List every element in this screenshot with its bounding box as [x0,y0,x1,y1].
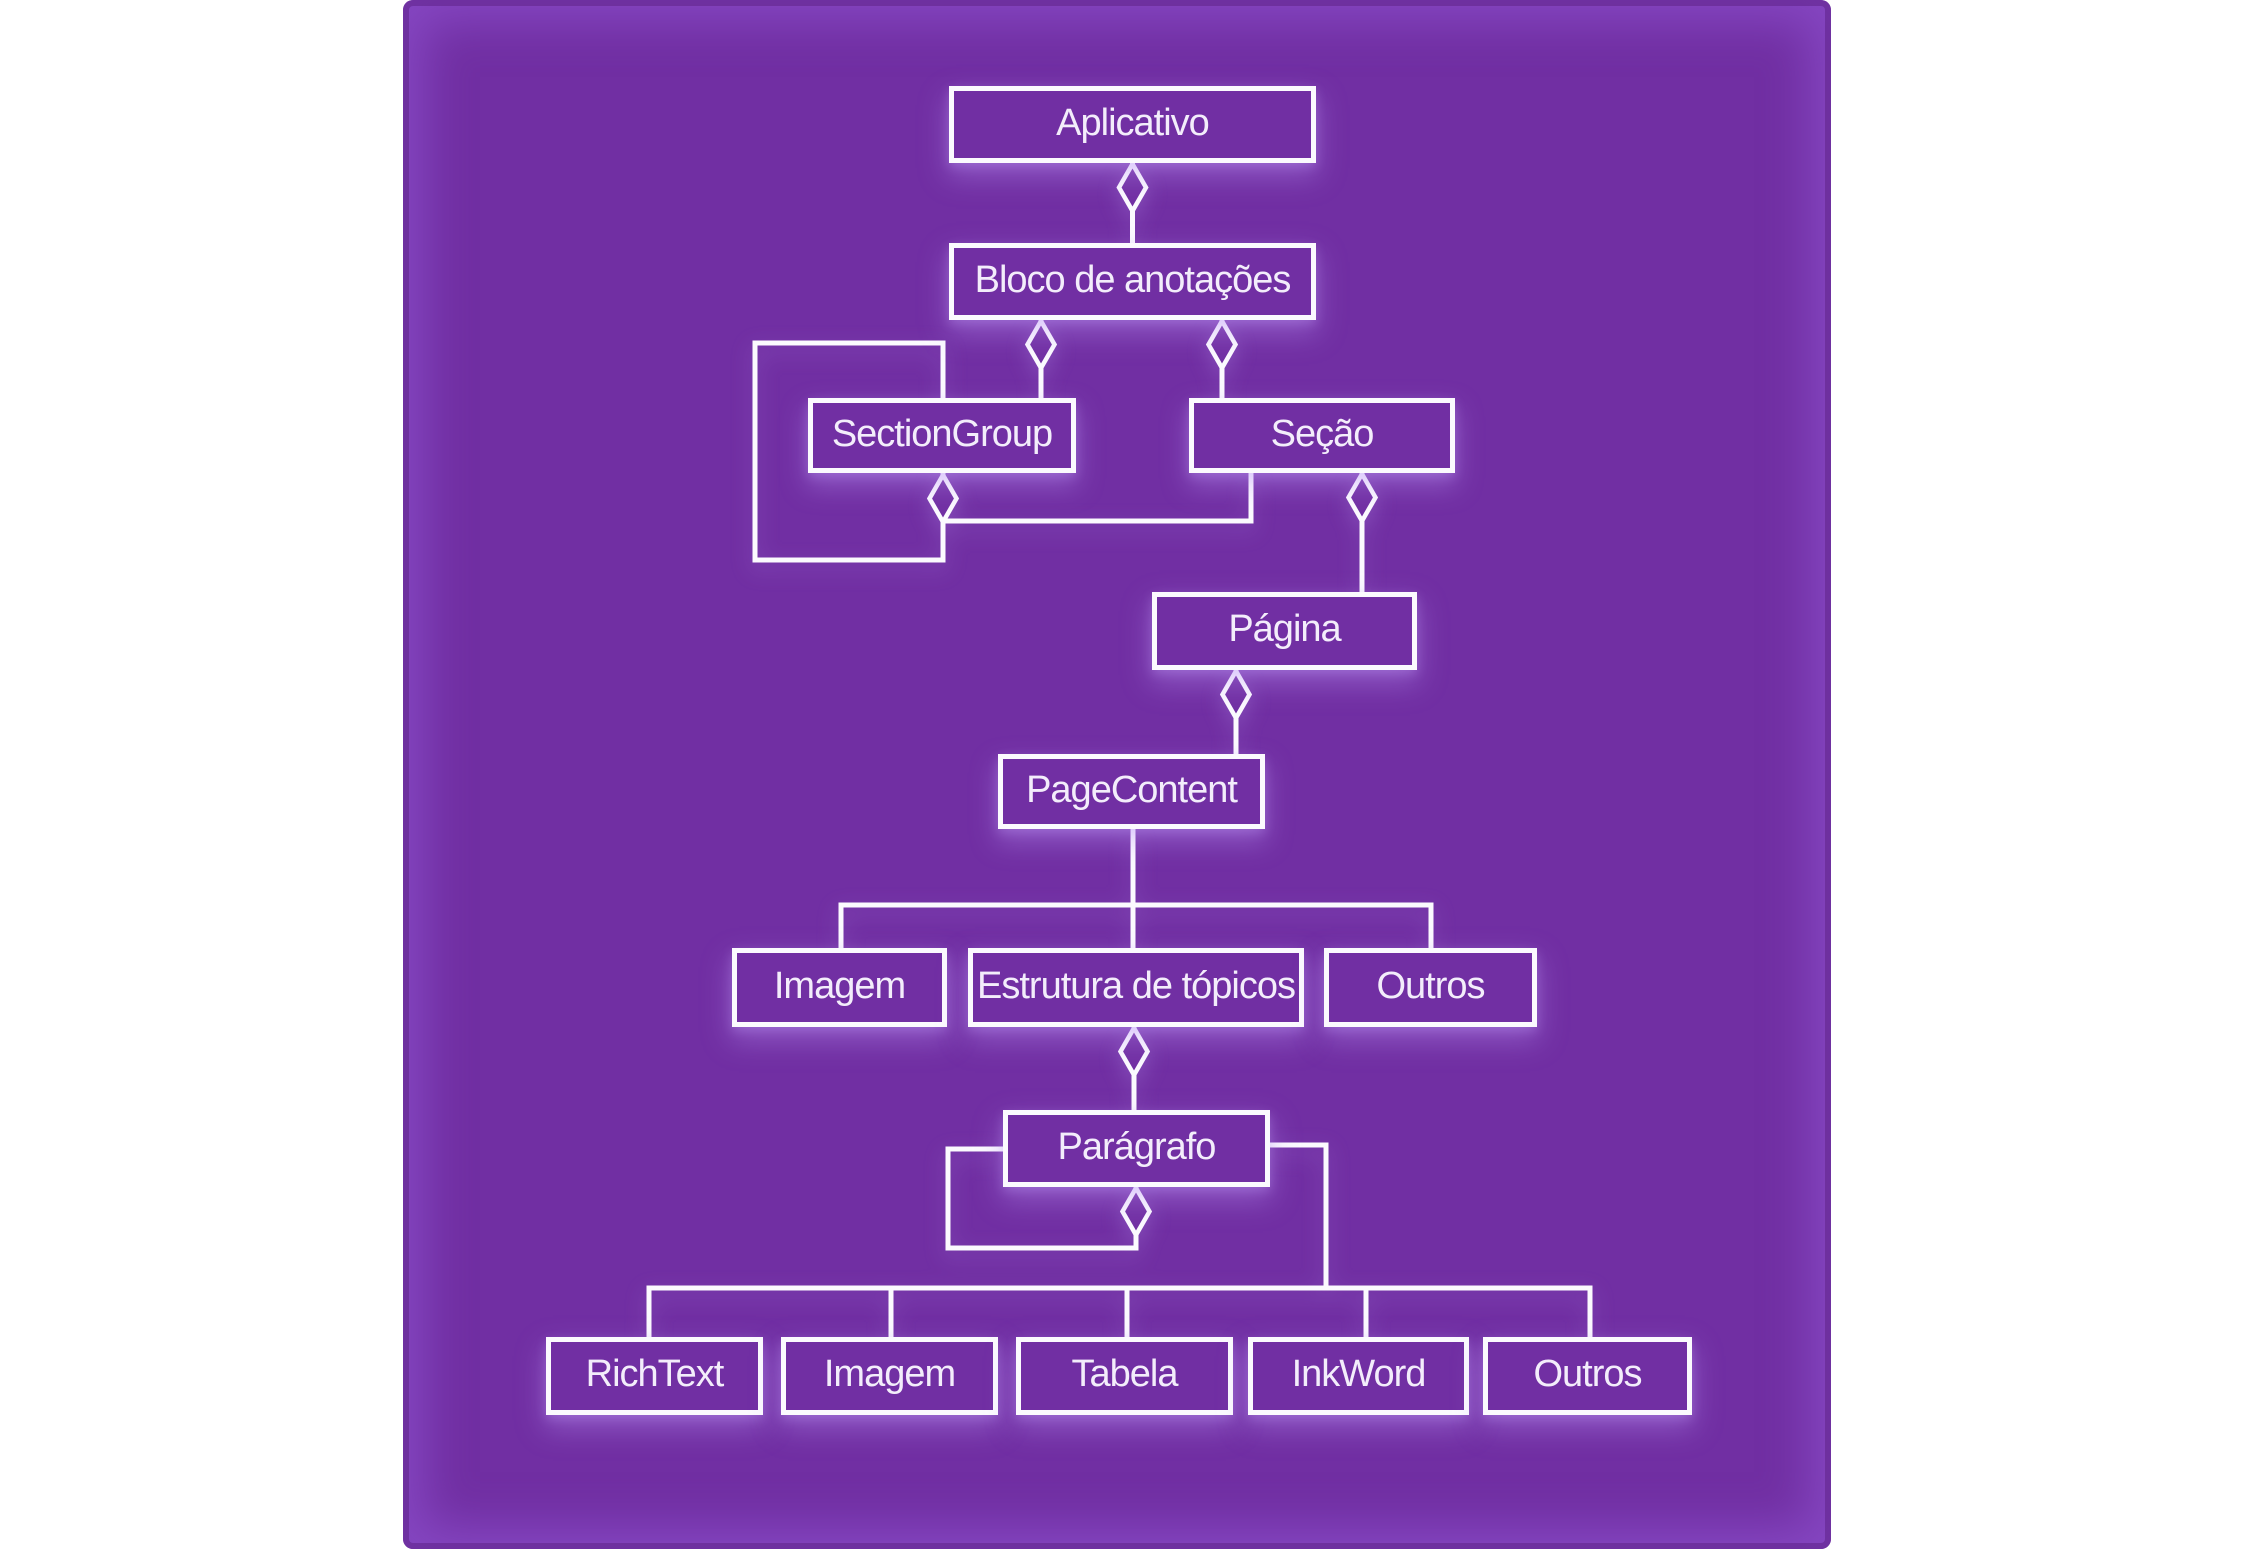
node-label: Parágrafo [1057,1125,1217,1168]
node-tabela: Tabela [1016,1337,1233,1415]
aggregation-diamond-bloco-right [1205,316,1239,373]
node-pagecontent: PageContent [998,754,1265,829]
node-pagina: Página [1152,592,1417,670]
node-label: Imagem [773,964,906,1007]
node-imagem-pagecontent: Imagem [732,948,947,1027]
node-bloco-de-anotacoes: Bloco de anotações [949,243,1316,320]
aggregation-diamond-aplicativo [1116,159,1149,216]
edge-sectiongroup-secao [943,473,1254,524]
node-outros-paragrafo: Outros [1483,1337,1692,1415]
aggregation-diamond-pagina [1219,666,1253,723]
node-label: Imagem [823,1353,956,1395]
node-label: PageContent [1026,768,1238,811]
aggregation-diamond-secao [1345,469,1379,526]
node-label: Bloco de anotações [974,258,1292,301]
node-richtext: RichText [546,1337,763,1415]
edge-paragrafo-children [646,1285,1593,1337]
node-label: InkWord [1291,1353,1427,1395]
aggregation-diamond-estrutura [1117,1023,1151,1080]
node-label: Outros [1533,1353,1642,1395]
node-label: Outros [1376,964,1485,1007]
node-imagem-paragrafo: Imagem [781,1337,998,1415]
node-secao: Seção [1189,398,1455,473]
node-label: SectionGroup [831,412,1053,455]
node-label: Aplicativo [1056,101,1210,144]
node-label: RichText [585,1353,725,1395]
node-aplicativo: Aplicativo [949,86,1316,163]
node-label: Seção [1270,412,1375,455]
node-label: Página [1228,608,1341,650]
node-label: Tabela [1071,1353,1179,1395]
node-label: Estrutura de tópicos [977,964,1296,1007]
edge-paragrafo-feeder [1270,1142,1329,1288]
aggregation-diamond-bloco-left [1024,316,1058,373]
node-sectiongroup: SectionGroup [808,398,1076,473]
node-estrutura-de-topicos: Estrutura de tópicos [968,948,1304,1027]
edge-sectiongroup-self-loop [752,340,946,563]
edge-pagecontent-children [838,829,1434,948]
node-inkword: InkWord [1248,1337,1469,1415]
node-paragrafo: Parágrafo [1003,1110,1270,1187]
aggregation-diamonds-group [926,159,1379,1240]
node-outros-pagecontent: Outros [1324,948,1537,1027]
aggregation-diamond-sectiongroup [926,470,960,527]
aggregation-diamond-paragrafo [1119,1183,1153,1240]
